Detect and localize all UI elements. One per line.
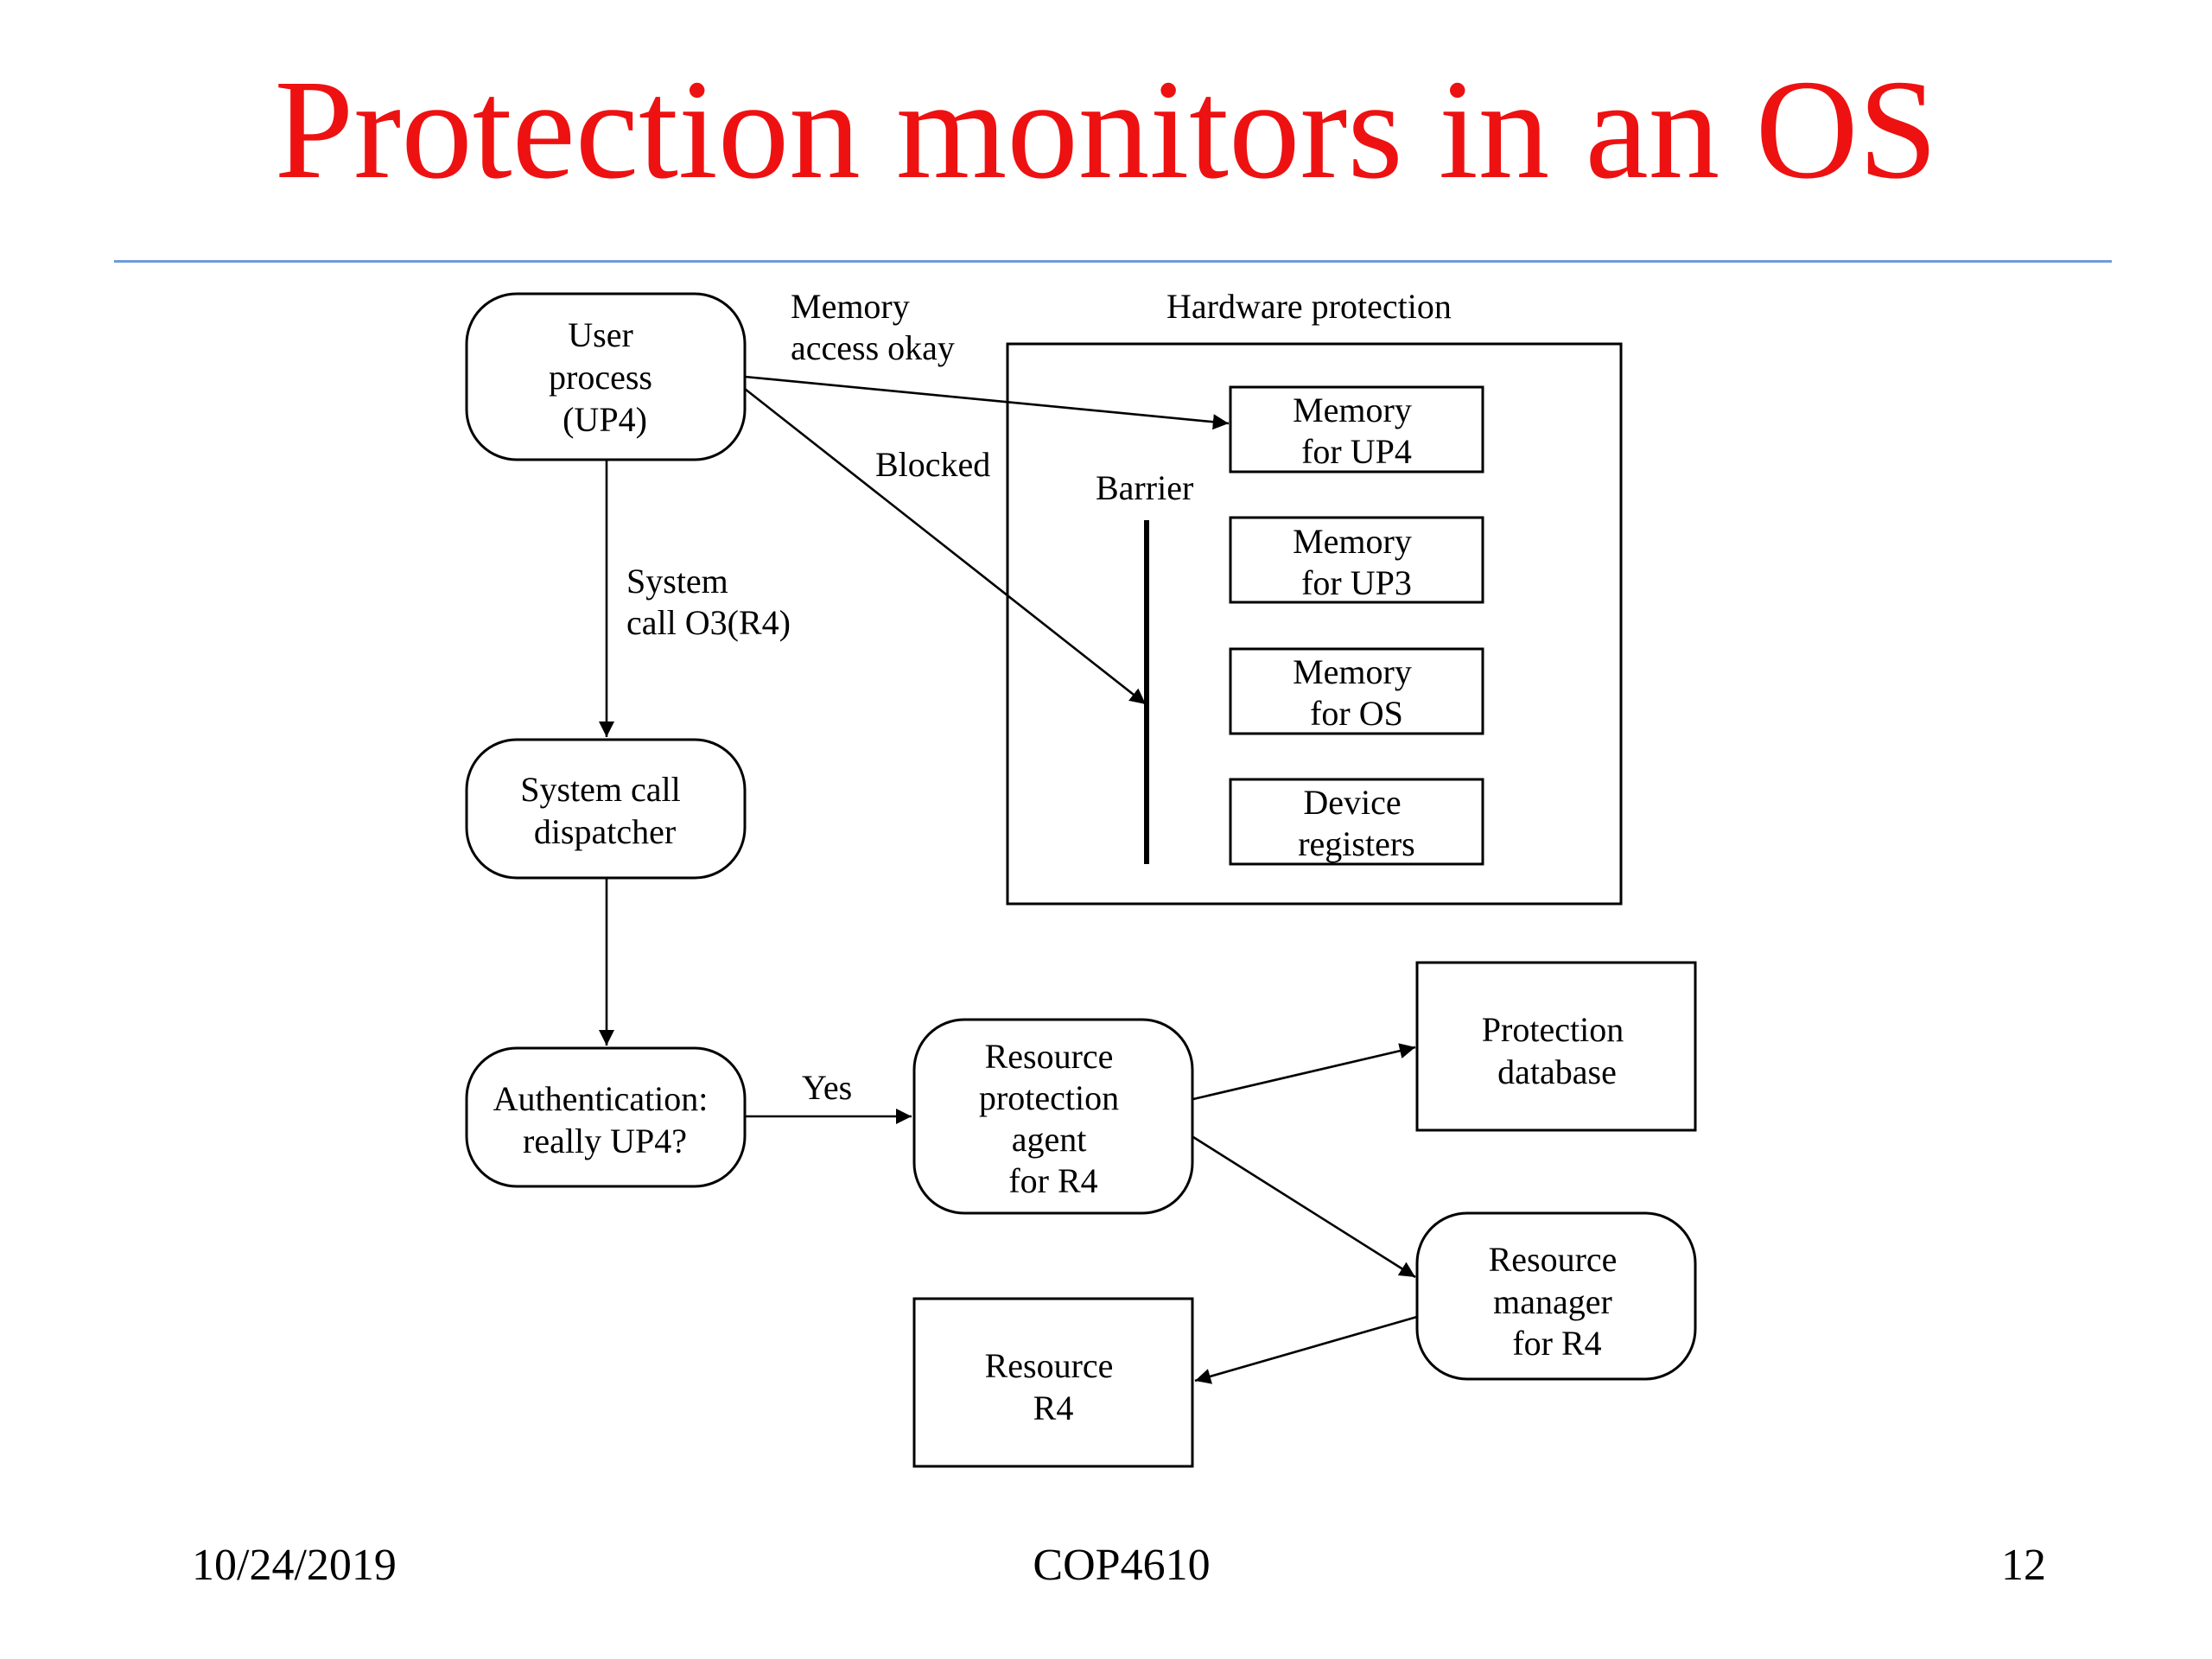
hardware-protection-label: Hardware protection: [1166, 287, 1452, 326]
memory-up4-node: [1229, 385, 1484, 474]
resource-manager-node: [1415, 1211, 1697, 1381]
slide-title: Protection monitors in an OS: [274, 50, 1938, 208]
memory-access-okay-label: Memory access okay: [791, 287, 955, 367]
resource-agent-label: Resource protection agent for R4: [979, 1037, 1128, 1200]
memory-up4-label: Memory for UP4: [1293, 391, 1421, 471]
memory-os-node: [1229, 647, 1484, 735]
blocked-arrow: [744, 387, 1147, 706]
system-call-label: System call O3(R4): [626, 562, 791, 642]
memory-up3-node: [1229, 516, 1484, 604]
resource-agent-node: [912, 1018, 1194, 1215]
syscall-dispatcher-label: System call dispatcher: [520, 770, 690, 851]
footer-date: 10/24/2019: [192, 1541, 397, 1590]
title-divider: [114, 260, 2112, 263]
yes-label: Yes: [802, 1068, 852, 1107]
barrier-label: Barrier: [1096, 468, 1193, 507]
memory-os-label: Memory for OS: [1293, 652, 1421, 733]
device-registers-label: Device registers: [1298, 783, 1415, 863]
device-registers-node: [1229, 778, 1484, 866]
syscall-dispatcher-node: [465, 738, 747, 880]
authentication-label: Authentication: really UP4?: [493, 1079, 717, 1160]
blocked-label: Blocked: [875, 445, 990, 484]
footer-course: COP4610: [1033, 1541, 1211, 1590]
protection-database-label: Protection database: [1482, 1010, 1632, 1091]
manager-arrow: [1192, 1135, 1416, 1279]
memory-up3-label: Memory for UP3: [1293, 522, 1421, 602]
resource-r4-label: Resource R4: [985, 1346, 1122, 1427]
memory-access-arrow: [744, 375, 1230, 430]
user-process-label: User process (UP4): [549, 315, 661, 439]
footer-page-number: 12: [2001, 1541, 2046, 1590]
resource-r4-node: [912, 1297, 1194, 1468]
protection-database-node: [1415, 961, 1697, 1132]
resource-arrow: [1194, 1315, 1418, 1384]
resource-manager-label: Resource manager for R4: [1489, 1240, 1626, 1363]
database-arrow: [1192, 1043, 1416, 1101]
